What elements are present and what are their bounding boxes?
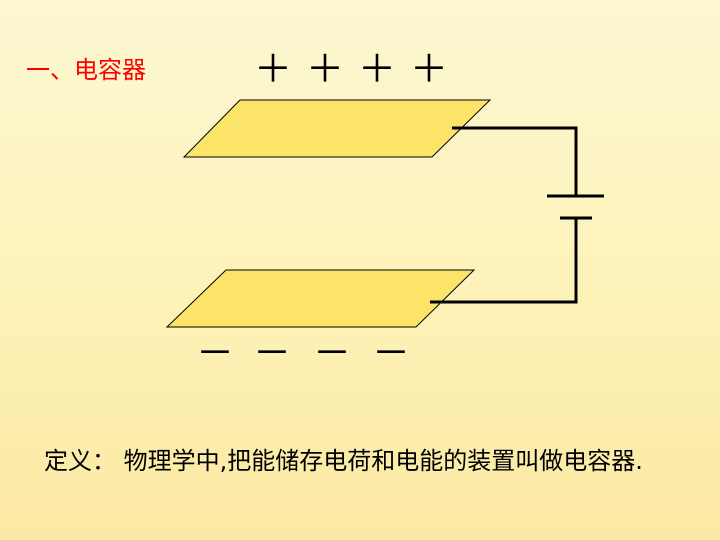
bottom-wire <box>430 218 578 304</box>
bottom-charge-1: － <box>196 331 235 375</box>
bottom-charge-4: － <box>372 331 411 375</box>
slide-title: 一、电容器 <box>26 56 146 84</box>
bottom-charge-3: － <box>313 331 352 375</box>
top-plate <box>182 99 492 158</box>
top-charge-4: ＋ <box>410 47 449 91</box>
definition-text: 定义： 物理学中,把能储存电荷和电能的装置叫做电容器. <box>44 447 643 475</box>
top-charge-1: ＋ <box>254 47 293 91</box>
bottom-plate <box>165 269 476 328</box>
top-charge-3: ＋ <box>358 47 397 91</box>
bottom-charge-2: － <box>253 331 292 375</box>
top-charge-2: ＋ <box>306 47 345 91</box>
top-wire <box>452 126 578 196</box>
